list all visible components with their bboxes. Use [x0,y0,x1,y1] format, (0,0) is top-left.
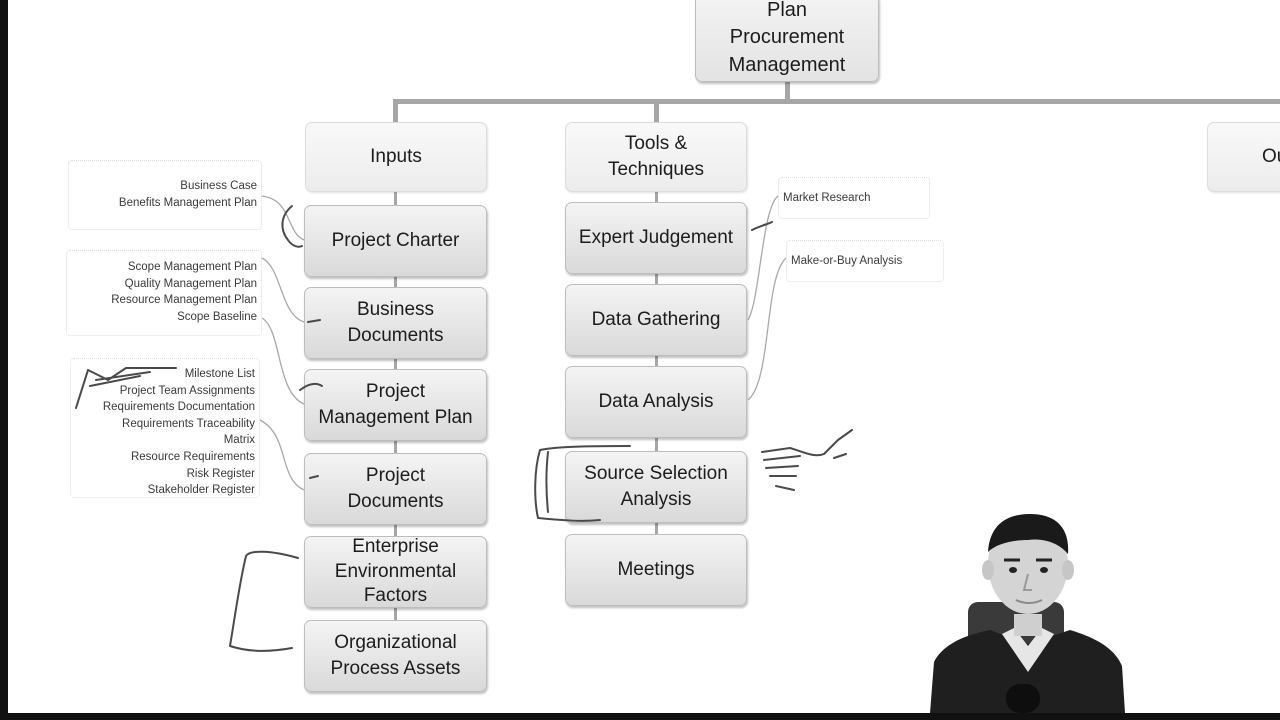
note-business-documents: Scope Management Plan Quality Management… [66,250,262,336]
note-line: Project Team Assignments [119,384,255,397]
connector-inputs-drop [393,99,398,123]
presenter-video [930,512,1125,713]
callout-curve-business [261,257,305,323]
callout-curve-pm-plan [261,317,305,405]
connector-top-down [785,80,790,102]
connector-tools-drop [654,99,659,123]
column-header-tools-techniques: Tools & Techniques [565,122,747,192]
note-line: Matrix [223,434,255,447]
note-line: Risk Register [186,467,255,480]
note-make-or-buy-analysis: Make-or-Buy Analysis [786,240,944,282]
bottom-edge-bar [0,713,1280,720]
callout-curve-documents [259,419,305,491]
note-line: Scope Baseline [177,310,257,323]
note-line: Make-or-Buy Analysis [791,255,903,267]
note-project-documents: Milestone List Project Team Assignments … [70,358,260,498]
presenter-illustration [930,512,1125,713]
column-header-inputs: Inputs [305,122,487,192]
process-plan-procurement-management[interactable]: Plan Procurement Management [695,0,879,82]
input-project-charter[interactable]: Project Charter [304,205,487,277]
connector-tools-spine [655,190,658,536]
note-line: Resource Requirements [130,450,255,463]
tool-meetings[interactable]: Meetings [565,534,747,606]
pen-mark-expert [751,221,773,231]
input-project-management-plan[interactable]: Project Management Plan [304,369,487,441]
input-enterprise-environmental-factors[interactable]: Enterprise Environmental Factors [304,536,487,608]
input-business-documents[interactable]: Business Documents [304,287,487,359]
callout-curve-charter [261,195,305,241]
callout-curve-market-research [747,195,779,321]
note-line: Stakeholder Register [147,484,255,497]
left-edge-bar [0,0,8,720]
input-organizational-process-assets[interactable]: Organizational Process Assets [304,620,487,692]
note-line: Resource Management Plan [111,294,257,307]
tool-data-gathering[interactable]: Data Gathering [565,284,747,356]
tool-expert-judgement[interactable]: Expert Judgement [565,202,747,274]
tool-source-selection-analysis[interactable]: Source Selection Analysis [565,451,747,523]
pen-bracket-eef [229,550,299,652]
callout-curve-make-or-buy [747,257,787,401]
note-line: Milestone List [184,368,255,380]
note-line: Business Case [180,180,257,192]
pen-mark-source-right [761,429,853,491]
pen-stroke-charter [281,205,303,248]
note-line: Requirements Traceability [122,417,255,430]
note-line: Market Research [783,192,871,204]
column-header-outputs: Ou [1207,122,1280,192]
note-line: Scope Management Plan [127,261,257,273]
tool-data-analysis[interactable]: Data Analysis [565,366,747,438]
note-project-charter: Business Case Benefits Management Plan [68,160,262,230]
note-line: Requirements Documentation [102,401,255,414]
note-market-research: Market Research [778,177,930,219]
input-project-documents[interactable]: Project Documents [304,453,487,525]
pen-box-source-selection-inner [545,451,549,513]
note-line: Quality Management Plan [124,277,257,290]
connector-horizontal [393,99,1280,104]
note-line: Benefits Management Plan [118,196,257,209]
